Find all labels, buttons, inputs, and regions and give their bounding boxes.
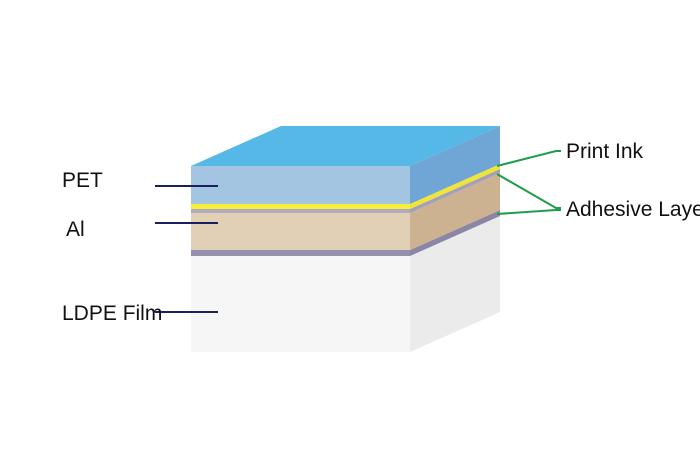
- upper-adhesive-front: [191, 209, 410, 213]
- pet-front-face: [191, 166, 410, 204]
- upper-adhesive-layer: [191, 169, 500, 213]
- label-al: Al: [66, 218, 85, 241]
- lower-adhesive-front: [191, 250, 410, 256]
- al-front-face: [191, 213, 410, 250]
- adhesive-leader-line-upper: [496, 173, 561, 209]
- lower-adhesive-side: [410, 210, 500, 256]
- lower-adhesive-layer: [191, 210, 500, 256]
- label-ldpe-film: LDPE Film: [62, 302, 162, 325]
- pet-side-face: [410, 126, 500, 204]
- print-ink-side: [410, 164, 500, 209]
- label-adhesive-layer: Adhesive Layer: [566, 198, 700, 221]
- top-face: [191, 126, 500, 166]
- adhesive-leader-line-lower: [496, 209, 561, 215]
- ldpe-side-face: [410, 214, 500, 352]
- print-ink-front: [191, 204, 410, 209]
- al-layer: [191, 173, 500, 250]
- ldpe-front-face: [191, 255, 410, 352]
- print-ink-layer: [191, 164, 500, 209]
- pet-layer: [191, 126, 500, 204]
- print-ink-leader-line: [496, 150, 561, 167]
- label-pet: PET: [62, 169, 103, 192]
- ldpe-layer: [191, 214, 500, 352]
- label-print-ink: Print Ink: [566, 140, 644, 163]
- upper-adhesive-side: [410, 169, 500, 213]
- al-side-face: [410, 173, 500, 250]
